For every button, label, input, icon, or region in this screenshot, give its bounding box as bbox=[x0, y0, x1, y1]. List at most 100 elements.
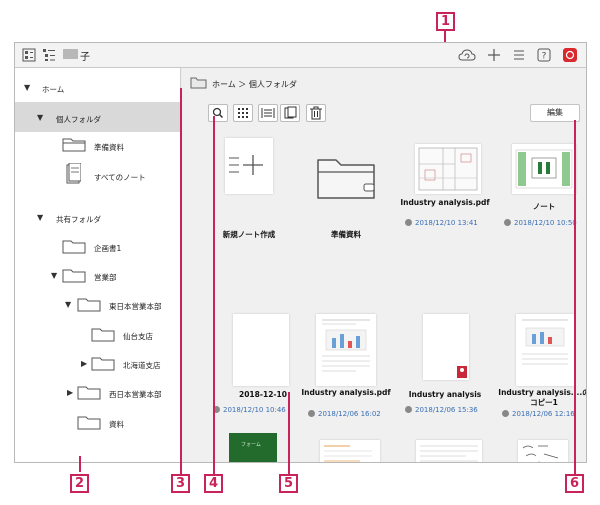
callout-5-line bbox=[288, 392, 290, 474]
callout-5: 5 bbox=[279, 474, 298, 493]
expand-triangle-icon[interactable]: ▼ bbox=[24, 83, 31, 92]
copy-icon bbox=[284, 106, 297, 119]
floorplan-thumb bbox=[415, 144, 481, 194]
folder-icon bbox=[77, 416, 101, 430]
sort-button[interactable] bbox=[258, 104, 278, 122]
folder-icon bbox=[91, 357, 115, 371]
blank-note-thumb bbox=[233, 314, 289, 386]
note-item[interactable]: Industry analysis 2018/12/06 15:36 bbox=[397, 314, 493, 424]
red-app-icon[interactable] bbox=[563, 48, 577, 62]
delete-button[interactable] bbox=[306, 104, 326, 122]
doc-image bbox=[324, 445, 372, 462]
tree-item-plan1[interactable]: 企画書1 bbox=[15, 232, 181, 262]
search-button[interactable] bbox=[208, 104, 228, 122]
plus-lines-icon bbox=[229, 155, 263, 175]
copy-button[interactable] bbox=[280, 104, 300, 122]
item-date: 2018/12/10 10:50 bbox=[504, 219, 577, 227]
clock-icon bbox=[405, 406, 412, 413]
item-title: ノート bbox=[532, 202, 556, 211]
tree-item-west-japan[interactable]: ▶ 西日本営業本部 bbox=[15, 378, 181, 408]
item-title: 2018-12-10 bbox=[239, 390, 287, 399]
breadcrumb[interactable]: ホーム ＞ 個人フォルダ bbox=[212, 80, 297, 89]
folder-icon bbox=[62, 240, 86, 254]
green-note-thumb[interactable]: フォーム bbox=[229, 433, 277, 462]
tree-view-icon[interactable] bbox=[42, 48, 56, 62]
sketch-image bbox=[522, 445, 559, 462]
item-date: 2018/12/10 10:46 bbox=[213, 406, 286, 414]
tree-item-materials[interactable]: 資料 bbox=[15, 408, 181, 438]
report-thumb bbox=[516, 314, 574, 386]
callout-6-line bbox=[574, 120, 576, 474]
folder-icon bbox=[317, 159, 375, 199]
pdf-item[interactable]: Industry analysis.pdf 2018/12/10 13:41 bbox=[397, 138, 493, 258]
main-area: ホーム ＞ 個人フォルダ bbox=[182, 68, 587, 462]
item-title: Industry analysis.pdf bbox=[400, 198, 490, 207]
pdf-copy-item[interactable]: Industry analysis....のコピー1 2018/12/06 12… bbox=[496, 314, 587, 424]
tree-item-all-notes[interactable]: すべてのノート bbox=[15, 160, 181, 190]
diagram-thumb bbox=[512, 144, 576, 194]
pdf-item[interactable]: Industry analysis.pdf 2018/12/06 16:02 bbox=[298, 314, 394, 424]
list-view-icon[interactable] bbox=[22, 48, 36, 62]
doc-thumb[interactable] bbox=[320, 440, 380, 462]
item-title: Industry analysis bbox=[408, 390, 482, 399]
note-thumb bbox=[423, 314, 469, 380]
folder-item[interactable]: 準備資料 bbox=[298, 138, 394, 248]
grid-view-button[interactable] bbox=[233, 104, 253, 122]
grid-icon bbox=[238, 108, 248, 118]
collapse-triangle-icon[interactable]: ▶ bbox=[67, 388, 74, 397]
callout-6: 6 bbox=[565, 474, 584, 493]
expand-triangle-icon[interactable]: ▼ bbox=[37, 113, 44, 122]
menu-icon[interactable] bbox=[513, 48, 525, 62]
tree-item-shared-folder[interactable]: ▼ 共有フォルダ bbox=[37, 213, 101, 224]
item-date: 2018/12/06 16:02 bbox=[308, 410, 381, 418]
expand-triangle-icon[interactable]: ▼ bbox=[65, 300, 72, 309]
svg-text:?: ? bbox=[542, 52, 547, 62]
tree-item-personal-folder[interactable]: ▼ 個人フォルダ bbox=[15, 102, 181, 132]
callout-3-line bbox=[180, 88, 182, 474]
item-date: 2018/12/06 15:36 bbox=[405, 406, 478, 414]
doc-thumb[interactable] bbox=[416, 440, 482, 462]
cloud-sync-icon[interactable] bbox=[458, 48, 476, 62]
top-bar: 子 ? bbox=[15, 43, 586, 68]
callout-2-line bbox=[79, 456, 81, 472]
callout-3: 3 bbox=[171, 474, 190, 493]
note-item[interactable]: 2018-12-10 2018/12/10 10:46 bbox=[201, 314, 297, 424]
report-image bbox=[522, 319, 568, 365]
tree-item-sales[interactable]: ▼ 営業部 bbox=[15, 261, 181, 291]
tree-item-hokkaido[interactable]: ▶ 北海道支店 bbox=[15, 349, 181, 379]
expand-triangle-icon[interactable]: ▼ bbox=[51, 271, 58, 280]
user-badge-icon bbox=[457, 366, 467, 378]
help-icon[interactable]: ? bbox=[537, 48, 551, 62]
item-title: Industry analysis.pdf bbox=[301, 388, 391, 397]
doc-image bbox=[420, 445, 478, 462]
folder-icon bbox=[77, 298, 101, 312]
report-thumb bbox=[316, 314, 376, 386]
thumb-text: フォーム bbox=[241, 442, 261, 448]
plus-icon[interactable] bbox=[487, 48, 501, 62]
clock-icon bbox=[213, 406, 220, 413]
item-date: 2018/12/10 13:41 bbox=[405, 219, 478, 227]
new-note-item[interactable]: 新規ノート作成 bbox=[201, 138, 297, 248]
tree-item-prep-materials[interactable]: 準備資料 bbox=[15, 130, 181, 160]
floorplan-image bbox=[418, 147, 478, 191]
clock-icon bbox=[502, 410, 509, 417]
edit-button[interactable]: 編集 bbox=[530, 104, 580, 122]
folder-icon bbox=[91, 328, 115, 342]
tree-item-east-japan[interactable]: ▼ 東日本営業本部 bbox=[15, 290, 181, 320]
notes-icon bbox=[66, 163, 81, 184]
user-name-redacted bbox=[63, 49, 78, 59]
user-name: 子 bbox=[80, 52, 90, 63]
note-item[interactable]: ノート 2018/12/10 10:50 bbox=[496, 138, 586, 258]
item-title: Industry analysis....のコピー1 bbox=[498, 388, 587, 407]
clock-icon bbox=[308, 410, 315, 417]
expand-triangle-icon[interactable]: ▼ bbox=[37, 213, 44, 222]
tree-item-sendai[interactable]: 仙台支店 bbox=[15, 320, 181, 350]
collapse-triangle-icon[interactable]: ▶ bbox=[81, 359, 88, 368]
callout-4-line bbox=[213, 116, 215, 474]
sketch-thumb[interactable] bbox=[518, 440, 568, 462]
tree-item-home[interactable]: ▼ ホーム bbox=[24, 83, 65, 94]
folder-icon bbox=[62, 138, 86, 152]
diagram-image bbox=[515, 149, 573, 189]
callout-4: 4 bbox=[204, 474, 223, 493]
item-title: 準備資料 bbox=[331, 230, 361, 239]
